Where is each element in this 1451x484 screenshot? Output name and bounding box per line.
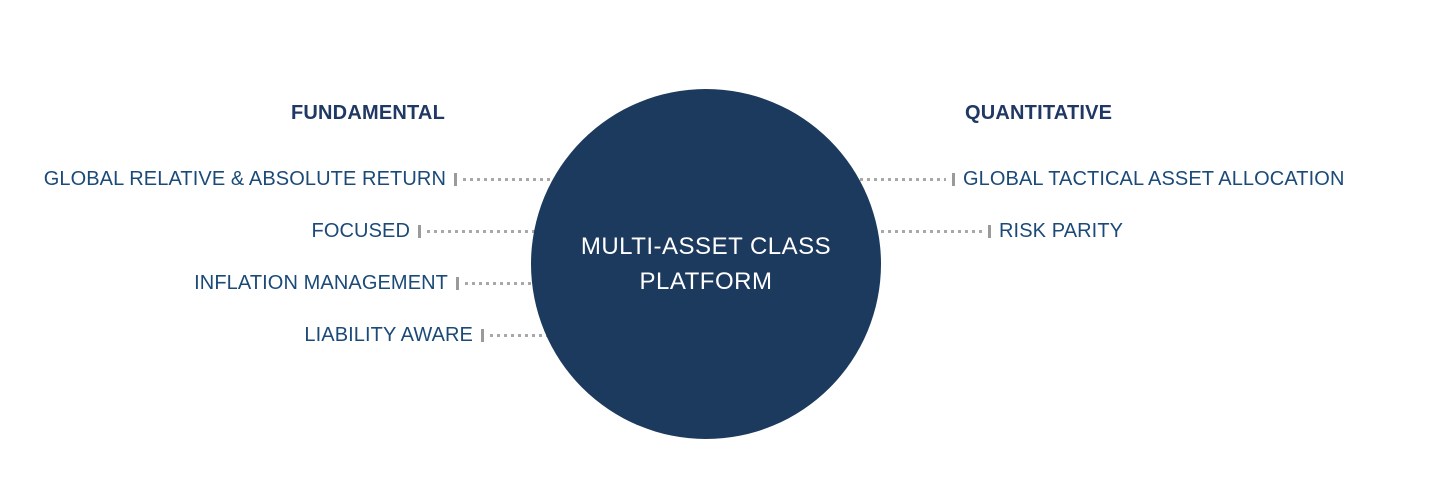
circle-title-line2: PLATFORM — [639, 268, 773, 295]
connector-tick — [988, 224, 991, 238]
quantitative-column-header: QUANTITATIVE — [965, 102, 1113, 124]
right-item-label: GLOBAL TACTICAL ASSET ALLOCATION — [963, 167, 1345, 190]
center-platform-circle: MULTI-ASSET CLASS PLATFORM — [531, 89, 881, 439]
left-item-label: GLOBAL RELATIVE & ABSOLUTE RETURN — [43, 167, 446, 190]
right-item-label: RISK PARITY — [999, 219, 1124, 242]
connector-tick — [456, 276, 459, 290]
left-item-label: INFLATION MANAGEMENT — [194, 271, 448, 294]
left-item-label: FOCUSED — [311, 219, 410, 242]
fundamental-column-header: FUNDAMENTAL — [290, 102, 445, 124]
left-item-label: LIABILITY AWARE — [304, 323, 473, 346]
connector-tick — [418, 224, 421, 238]
connector-tick — [454, 172, 457, 186]
connector-tick — [481, 328, 484, 342]
connector-tick — [952, 172, 955, 186]
circle-title-line1: MULTI-ASSET CLASS — [580, 233, 832, 260]
